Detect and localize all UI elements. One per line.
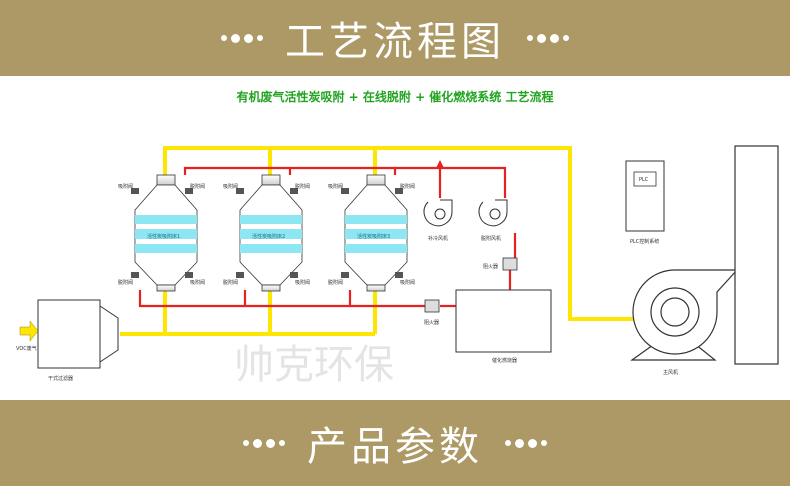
page-title: 工艺流程图 bbox=[285, 19, 505, 65]
valve-icon bbox=[236, 272, 244, 278]
valve-icon bbox=[395, 272, 403, 278]
svg-text:脱附阀: 脱附阀 bbox=[190, 183, 205, 190]
svg-text:脱附阀: 脱附阀 bbox=[328, 279, 343, 286]
valve-icon bbox=[290, 188, 298, 194]
decor-dots-left bbox=[243, 438, 285, 448]
svg-text:吸附阀: 吸附阀 bbox=[223, 183, 238, 190]
watermark: 帅克环保 bbox=[234, 342, 394, 388]
dry-prefilter: 干式过滤器 bbox=[37, 299, 119, 382]
process-flow-diagram: 帅克环保 活性炭吸附床1 吸附阀 脱附阀 脱附阀 bbox=[16, 145, 779, 388]
svg-text:阻火器: 阻火器 bbox=[424, 319, 439, 326]
svg-text:脱附阀: 脱附阀 bbox=[400, 183, 415, 190]
header-banner: 工艺流程图 bbox=[0, 0, 790, 76]
svg-text:吸附阀: 吸附阀 bbox=[400, 279, 415, 286]
svg-text:PLC: PLC bbox=[639, 177, 649, 183]
decor-dots-right bbox=[505, 438, 547, 448]
svg-text:吸附阀: 吸附阀 bbox=[295, 279, 310, 286]
voc-inlet: VOC废气 bbox=[16, 320, 39, 352]
svg-text:吸附阀: 吸附阀 bbox=[328, 183, 343, 190]
main-fan: 主风机 bbox=[630, 269, 739, 376]
desorption-pipeline bbox=[138, 165, 517, 308]
svg-text:脱附风机: 脱附风机 bbox=[481, 235, 501, 242]
valve-icon bbox=[131, 188, 139, 194]
decor-dots-left bbox=[221, 33, 263, 43]
cooling-fan: 补冷风机 bbox=[423, 199, 453, 242]
valve-icon bbox=[131, 272, 139, 278]
valve-icon bbox=[185, 272, 193, 278]
exhaust-stack bbox=[734, 145, 779, 365]
svg-text:脱附阀: 脱附阀 bbox=[295, 183, 310, 190]
footer-banner: 产品参数 bbox=[0, 400, 790, 486]
valve-icon bbox=[341, 272, 349, 278]
valve-icon bbox=[185, 188, 193, 194]
valve-icon bbox=[395, 188, 403, 194]
svg-text:吸附阀: 吸附阀 bbox=[190, 279, 205, 286]
svg-text:干式过滤器: 干式过滤器 bbox=[48, 375, 73, 382]
svg-text:活性炭吸附床3: 活性炭吸附床3 bbox=[357, 233, 390, 240]
svg-text:脱附阀: 脱附阀 bbox=[223, 279, 238, 286]
flame-arrester-2: 阻火器 bbox=[424, 299, 440, 326]
svg-text:催化燃烧器: 催化燃烧器 bbox=[492, 357, 517, 364]
flow-arrow-icon bbox=[436, 160, 444, 168]
valve-icon bbox=[341, 188, 349, 194]
svg-text:PLC控制系统: PLC控制系统 bbox=[630, 238, 659, 245]
catalytic-combustor: 催化燃烧器 bbox=[455, 289, 552, 364]
svg-text:补冷风机: 补冷风机 bbox=[428, 235, 448, 242]
svg-text:VOC废气: VOC废气 bbox=[16, 345, 37, 352]
adsorption-tower-2: 活性炭吸附床2 吸附阀 脱附阀 脱附阀 吸附阀 bbox=[223, 174, 310, 292]
section-title: 产品参数 bbox=[307, 424, 483, 470]
adsorption-tower-1: 活性炭吸附床1 吸附阀 脱附阀 脱附阀 吸附阀 bbox=[118, 174, 205, 292]
valve-icon bbox=[290, 272, 298, 278]
decor-dots-right bbox=[527, 33, 569, 43]
svg-text:活性炭吸附床2: 活性炭吸附床2 bbox=[252, 233, 285, 240]
svg-text:阻火器: 阻火器 bbox=[483, 263, 498, 270]
svg-text:脱附阀: 脱附阀 bbox=[118, 279, 133, 286]
desorption-fan: 脱附风机 bbox=[478, 199, 508, 242]
adsorption-pipeline bbox=[120, 146, 640, 336]
svg-text:吸附阀: 吸附阀 bbox=[118, 183, 133, 190]
plc-cabinet: PLC PLC控制系统 bbox=[625, 160, 665, 245]
svg-text:活性炭吸附床1: 活性炭吸附床1 bbox=[147, 233, 180, 240]
svg-text:主风机: 主风机 bbox=[663, 369, 678, 376]
diagram-title: 有机废气活性炭吸附 + 在线脱附 + 催化燃烧系统 工艺流程 bbox=[236, 90, 554, 104]
adsorption-tower-3: 活性炭吸附床3 吸附阀 脱附阀 脱附阀 吸附阀 bbox=[328, 174, 415, 292]
valve-icon bbox=[236, 188, 244, 194]
flame-arrester-1: 阻火器 bbox=[483, 257, 518, 271]
